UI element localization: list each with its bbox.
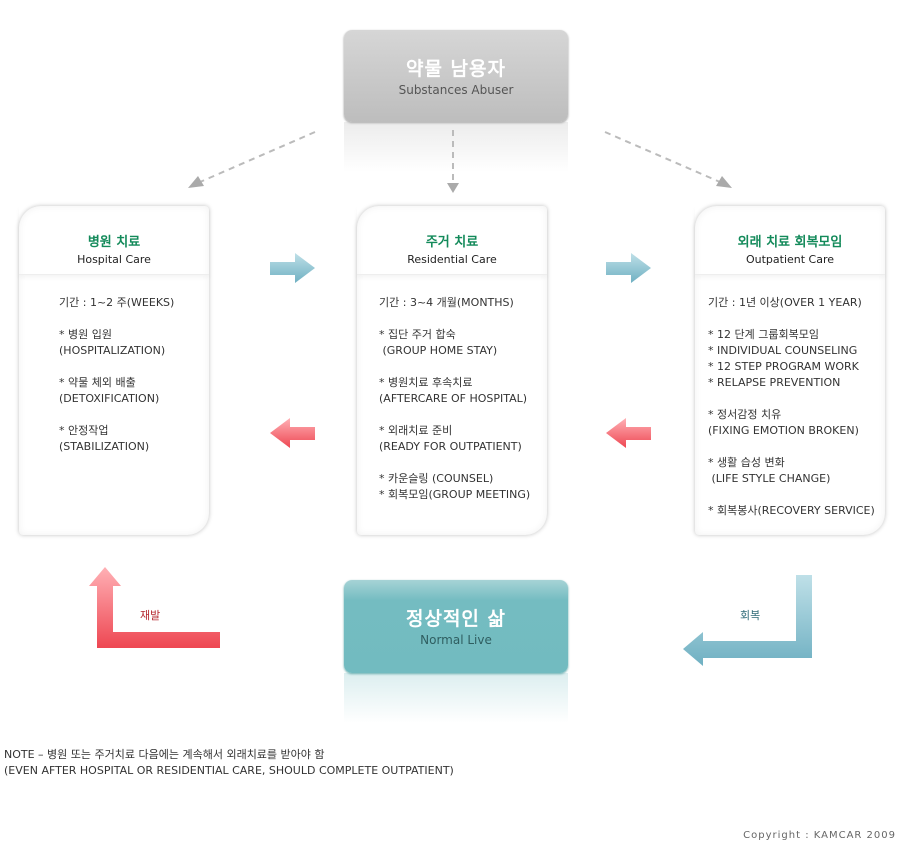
card-item: * 회복봉사(RECOVERY SERVICE) xyxy=(708,504,875,517)
card-item: * 12 단계 그룹회복모임 xyxy=(708,328,819,341)
card-item: * 카운슬링 (COUNSEL) xyxy=(379,472,494,485)
card-item: * 외래치료 준비 xyxy=(379,424,453,437)
normal-live-box: 정상적인 삶 Normal Live xyxy=(344,580,568,673)
card-item: * 약물 체외 배출 xyxy=(59,376,136,389)
card-subtitle: Residential Care xyxy=(407,253,497,266)
card-item: (DETOXIFICATION) xyxy=(59,392,160,405)
card-subtitle: Hospital Care xyxy=(77,253,151,266)
bottom-reflection xyxy=(344,673,568,723)
card-item: * 안정작업 xyxy=(59,424,109,437)
note: NOTE – 병원 또는 주거치료 다음에는 계속해서 외래치료를 받아야 함 … xyxy=(4,747,454,779)
left-arrow-icon xyxy=(270,418,315,448)
dashed-arrow-right xyxy=(604,131,721,183)
card-header: 외래 치료 회복모임 Outpatient Care xyxy=(695,206,885,275)
card-item: * RELAPSE PREVENTION xyxy=(708,376,841,389)
card-subtitle: Outpatient Care xyxy=(745,253,835,266)
arrowhead-left xyxy=(188,176,204,188)
card-item: (GROUP HOME STAY) xyxy=(379,344,498,357)
card-item: (FIXING EMOTION BROKEN) xyxy=(708,424,859,437)
card-item: (STABILIZATION) xyxy=(59,440,150,453)
card-item: (LIFE STYLE CHANGE) xyxy=(708,472,831,485)
card-item: * 회복모임(GROUP MEETING) xyxy=(379,488,531,501)
right-arrow-icon xyxy=(606,253,651,283)
substance-abuser-box: 약물 남용자 Substances Abuser xyxy=(344,30,568,122)
card-header: 병원 치료 Hospital Care xyxy=(19,206,209,275)
card-period: 기간 : 1년 이상(OVER 1 YEAR) xyxy=(708,296,862,309)
card-item: (AFTERCARE OF HOSPITAL) xyxy=(379,392,528,405)
card-title: 병원 치료 xyxy=(87,235,141,250)
relapse-arrow-icon xyxy=(89,567,220,648)
card-header: 주거 치료 Residential Care xyxy=(357,206,547,275)
bottom-title: 정상적인 삶 xyxy=(405,608,506,630)
left-arrow-icon xyxy=(606,418,651,448)
copyright: Copyright : KAMCAR 2009 xyxy=(743,830,896,841)
card-item: * 12 STEP PROGRAM WORK xyxy=(708,360,859,373)
card-title: 주거 치료 xyxy=(425,235,479,250)
card-residential-care: 주거 치료 Residential Care 기간 : 3~4 개월(MONTH… xyxy=(357,206,547,535)
recovery-arrow-icon xyxy=(683,575,812,666)
card-period: 기간 : 1~2 주(WEEKS) xyxy=(59,296,175,309)
arrowhead-right xyxy=(716,176,732,188)
bottom-subtitle: Normal Live xyxy=(420,633,492,647)
card-outpatient-care: 외래 치료 회복모임 Outpatient Care 기간 : 1년 이상(OV… xyxy=(695,206,885,535)
card-title: 외래 치료 회복모임 xyxy=(737,235,843,250)
top-subtitle: Substances Abuser xyxy=(398,83,514,97)
note-line: (EVEN AFTER HOSPITAL OR RESIDENTIAL CARE… xyxy=(4,764,454,777)
card-item: (HOSPITALIZATION) xyxy=(59,344,166,357)
card-item: * 병원치료 후속치료 xyxy=(379,376,473,389)
right-arrow-icon xyxy=(270,253,315,283)
relapse-label: 재발 xyxy=(140,609,161,622)
card-item: (READY FOR OUTPATIENT) xyxy=(379,440,522,453)
card-hospital-care: 병원 치료 Hospital Care 기간 : 1~2 주(WEEKS) * … xyxy=(19,206,209,535)
top-title: 약물 남용자 xyxy=(405,58,506,80)
card-item: * 병원 입원 xyxy=(59,328,112,341)
arrowhead-center xyxy=(447,183,459,193)
card-item: * 생활 습성 변화 xyxy=(708,456,785,469)
card-item: * INDIVIDUAL COUNSELING xyxy=(708,344,858,357)
dashed-arrow-left xyxy=(199,131,316,183)
recovery-label: 회복 xyxy=(740,609,761,622)
card-item: * 정서감정 치유 xyxy=(708,408,782,421)
card-period: 기간 : 3~4 개월(MONTHS) xyxy=(379,296,514,309)
card-item: * 집단 주거 합숙 xyxy=(379,328,456,341)
note-line: NOTE – 병원 또는 주거치료 다음에는 계속해서 외래치료를 받아야 함 xyxy=(4,748,325,761)
top-reflection xyxy=(344,122,568,172)
